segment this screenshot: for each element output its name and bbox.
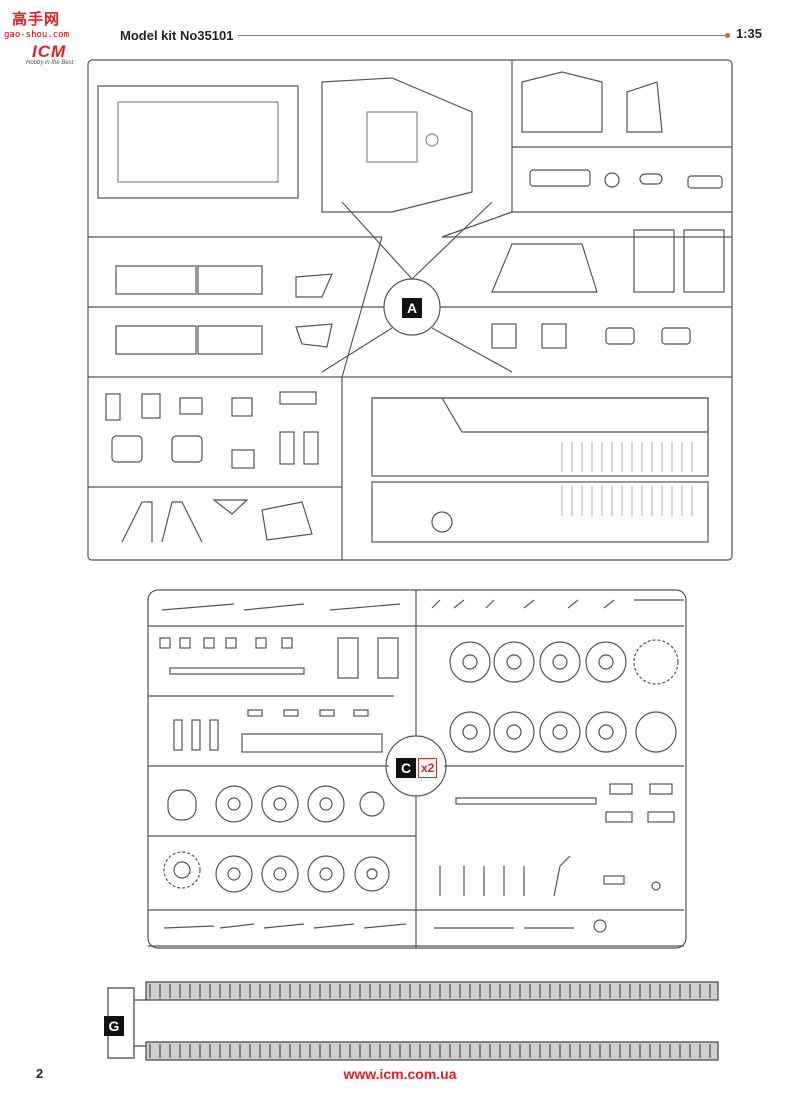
model-kit-title: Model kit No35101 — [120, 28, 234, 43]
logo-tagline: Hobby in the Best — [26, 60, 74, 66]
sprue-g-drawing — [107, 981, 719, 1061]
header-rule — [238, 35, 728, 36]
watermark-url: gao-shou.com — [4, 30, 70, 40]
sprue-c — [144, 586, 690, 952]
sprue-a-drawing — [87, 59, 733, 561]
sprue-c-multiplier: x2 — [418, 758, 438, 778]
header-rule-end — [725, 33, 730, 38]
website-link[interactable]: www.icm.com.ua — [343, 1066, 457, 1082]
sprue-c-label: C — [396, 758, 416, 778]
sprue-c-drawing — [147, 589, 687, 949]
page-number: 2 — [36, 1066, 44, 1081]
watermark-text: 高手网 — [12, 10, 61, 28]
scale-label: 1:35 — [735, 26, 762, 41]
watermark: 高手网 gao-shou.com ICM Hobby in the Best — [4, 4, 104, 68]
sprue-g — [104, 978, 724, 1064]
sprue-a — [82, 52, 742, 568]
icm-logo: ICM — [32, 42, 67, 61]
sprue-a-label: A — [402, 298, 422, 318]
sprue-g-label: G — [104, 1016, 124, 1036]
